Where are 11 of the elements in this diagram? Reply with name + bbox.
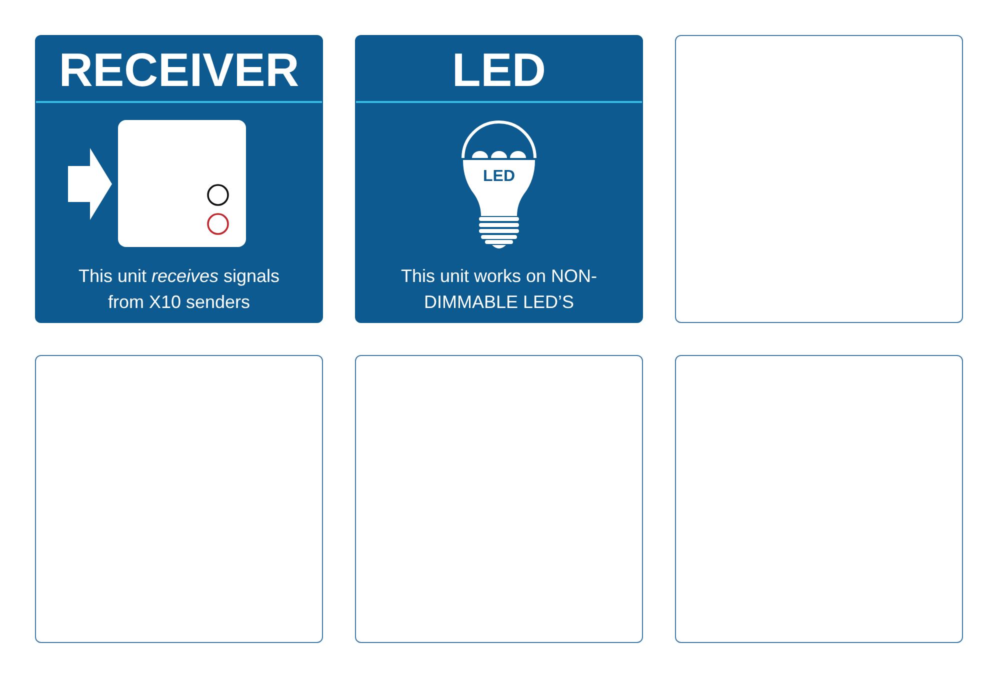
empty-panel bbox=[675, 35, 963, 323]
card-heading: RECEIVER bbox=[58, 42, 300, 98]
bulb-label: LED bbox=[483, 168, 515, 186]
info-card bbox=[355, 35, 643, 323]
empty-panel bbox=[675, 355, 963, 643]
empty-panel bbox=[355, 355, 643, 643]
card-heading: LED bbox=[451, 42, 547, 98]
card-description: This unit works on NON-DIMMABLE LED’S bbox=[400, 265, 598, 314]
info-card bbox=[35, 35, 323, 323]
empty-panel bbox=[35, 355, 323, 643]
card-description: This unit receives signals from X10 senders bbox=[77, 265, 281, 314]
